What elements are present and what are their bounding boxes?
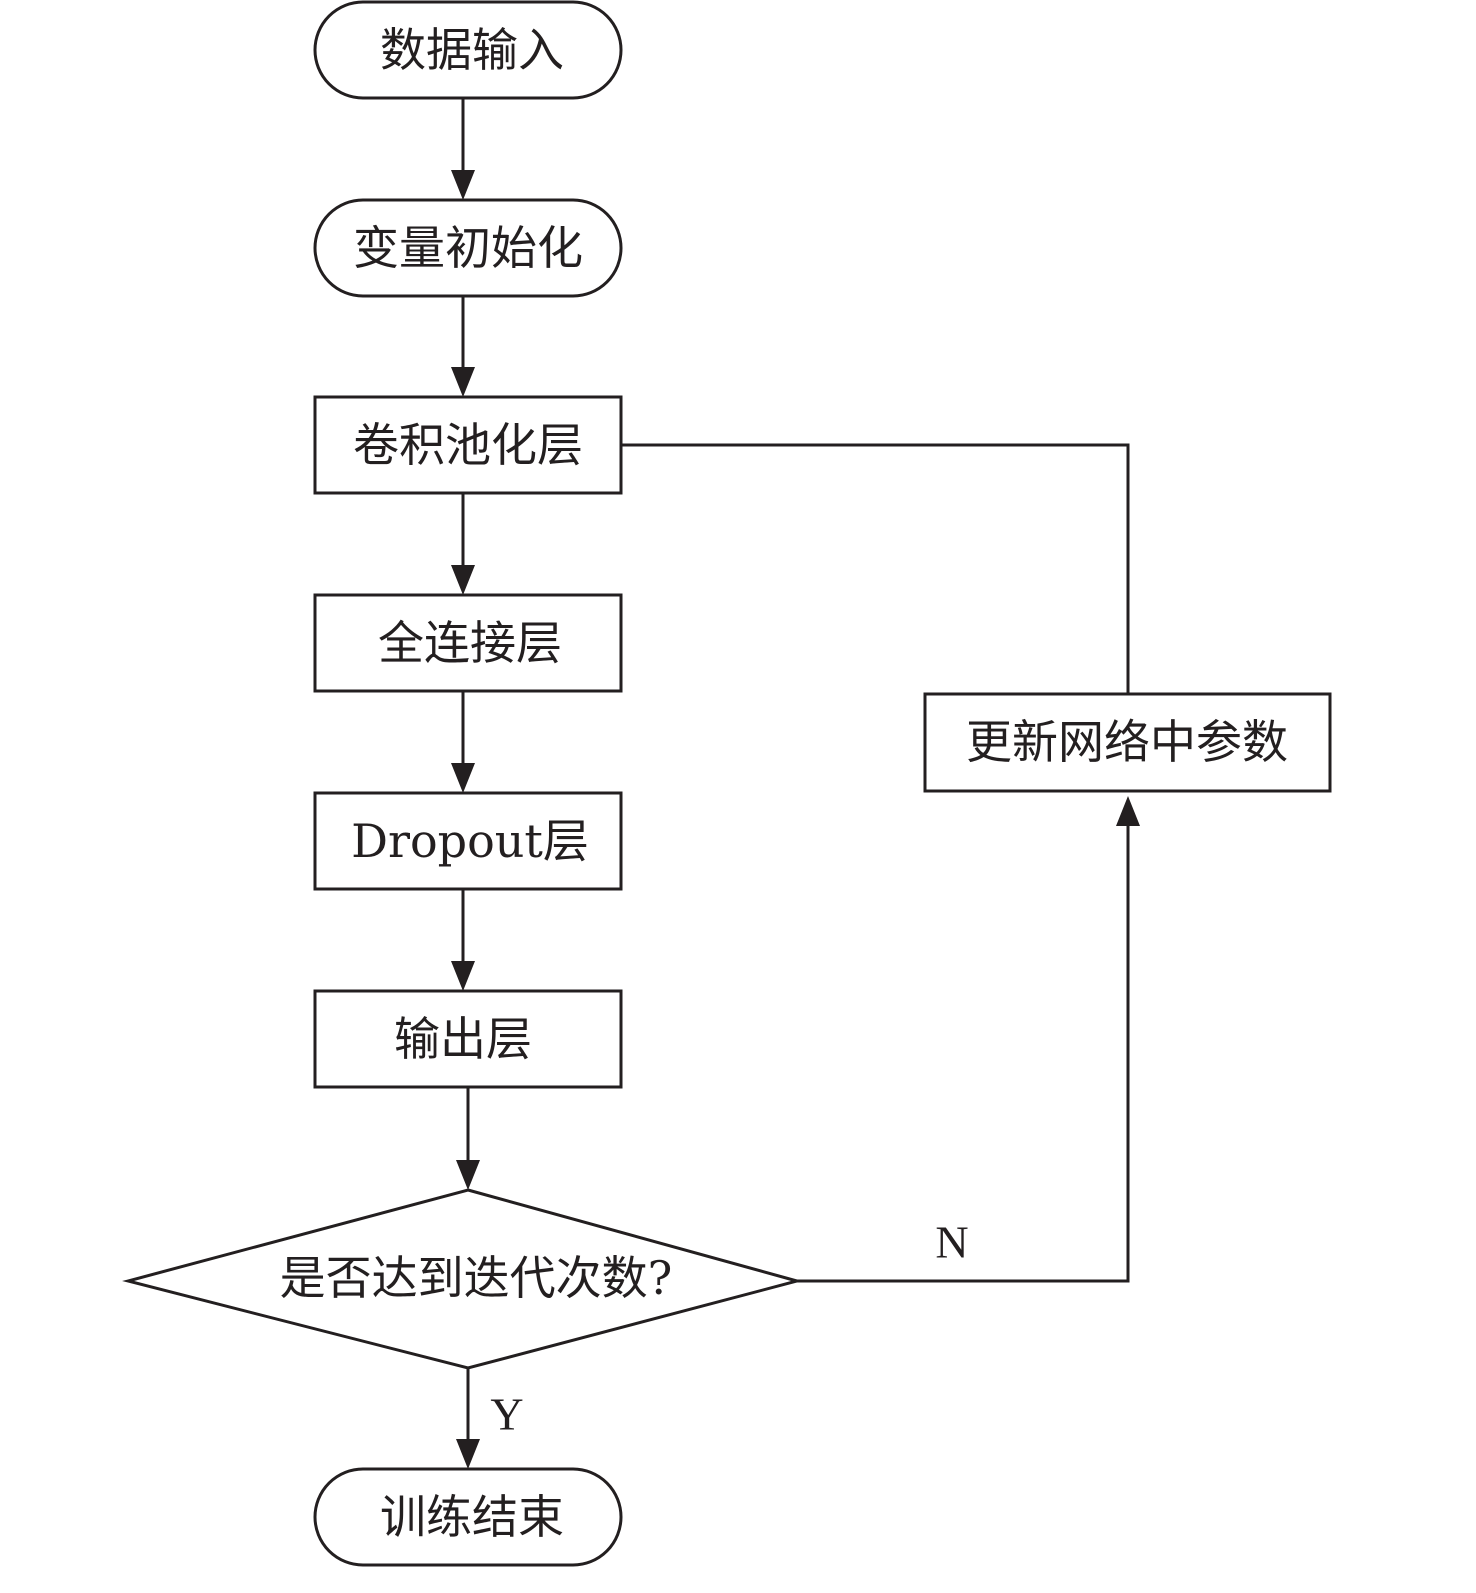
node-conv-pool-layer: 卷积池化层 xyxy=(313,395,623,495)
node-label: 卷积池化层 xyxy=(353,418,583,472)
arrowhead-icon xyxy=(451,961,475,991)
node-data-input: 数据输入 xyxy=(313,0,623,100)
node-label: 变量初始化 xyxy=(353,221,583,275)
edge-label-no: N xyxy=(935,1217,968,1268)
process-shape xyxy=(313,395,623,495)
node-update-params: 更新网络中参数 xyxy=(923,692,1332,793)
edge-label-yes: Y xyxy=(490,1389,523,1440)
terminator-shape xyxy=(313,1467,623,1567)
node-iteration-decision: 是否达到迭代次数? xyxy=(122,1188,803,1370)
arrowhead-icon xyxy=(451,565,475,595)
node-label: Dropout层 xyxy=(351,814,589,868)
process-shape xyxy=(923,692,1332,793)
node-label: 更新网络中参数 xyxy=(966,715,1288,769)
decision-shape xyxy=(122,1188,803,1370)
arrowhead-icon xyxy=(1116,796,1140,826)
arrowhead-icon xyxy=(456,1439,480,1469)
edge-update-conv xyxy=(622,443,1130,694)
terminator-shape xyxy=(313,198,623,298)
process-shape xyxy=(313,791,623,891)
node-label: 训练结束 xyxy=(380,1490,564,1544)
arrowhead-icon xyxy=(451,170,475,200)
node-training-end: 训练结束 xyxy=(313,1467,623,1567)
arrowhead-icon xyxy=(451,367,475,397)
node-label: 全连接层 xyxy=(378,616,562,670)
terminator-shape xyxy=(313,0,623,100)
node-output-layer: 输出层 xyxy=(313,989,623,1089)
node-label: 输出层 xyxy=(394,1012,532,1066)
edge-decision-update xyxy=(797,820,1130,1283)
process-shape xyxy=(313,989,623,1089)
node-fully-connected-layer: 全连接层 xyxy=(313,593,623,693)
node-label: 是否达到迭代次数? xyxy=(280,1251,673,1305)
process-shape xyxy=(313,593,623,693)
node-variable-init: 变量初始化 xyxy=(313,198,623,298)
arrowhead-icon xyxy=(456,1160,480,1190)
arrowhead-icon xyxy=(451,763,475,793)
node-label: 数据输入 xyxy=(380,23,564,77)
connectors xyxy=(451,98,1140,1469)
node-dropout-layer: Dropout层 xyxy=(313,791,623,891)
